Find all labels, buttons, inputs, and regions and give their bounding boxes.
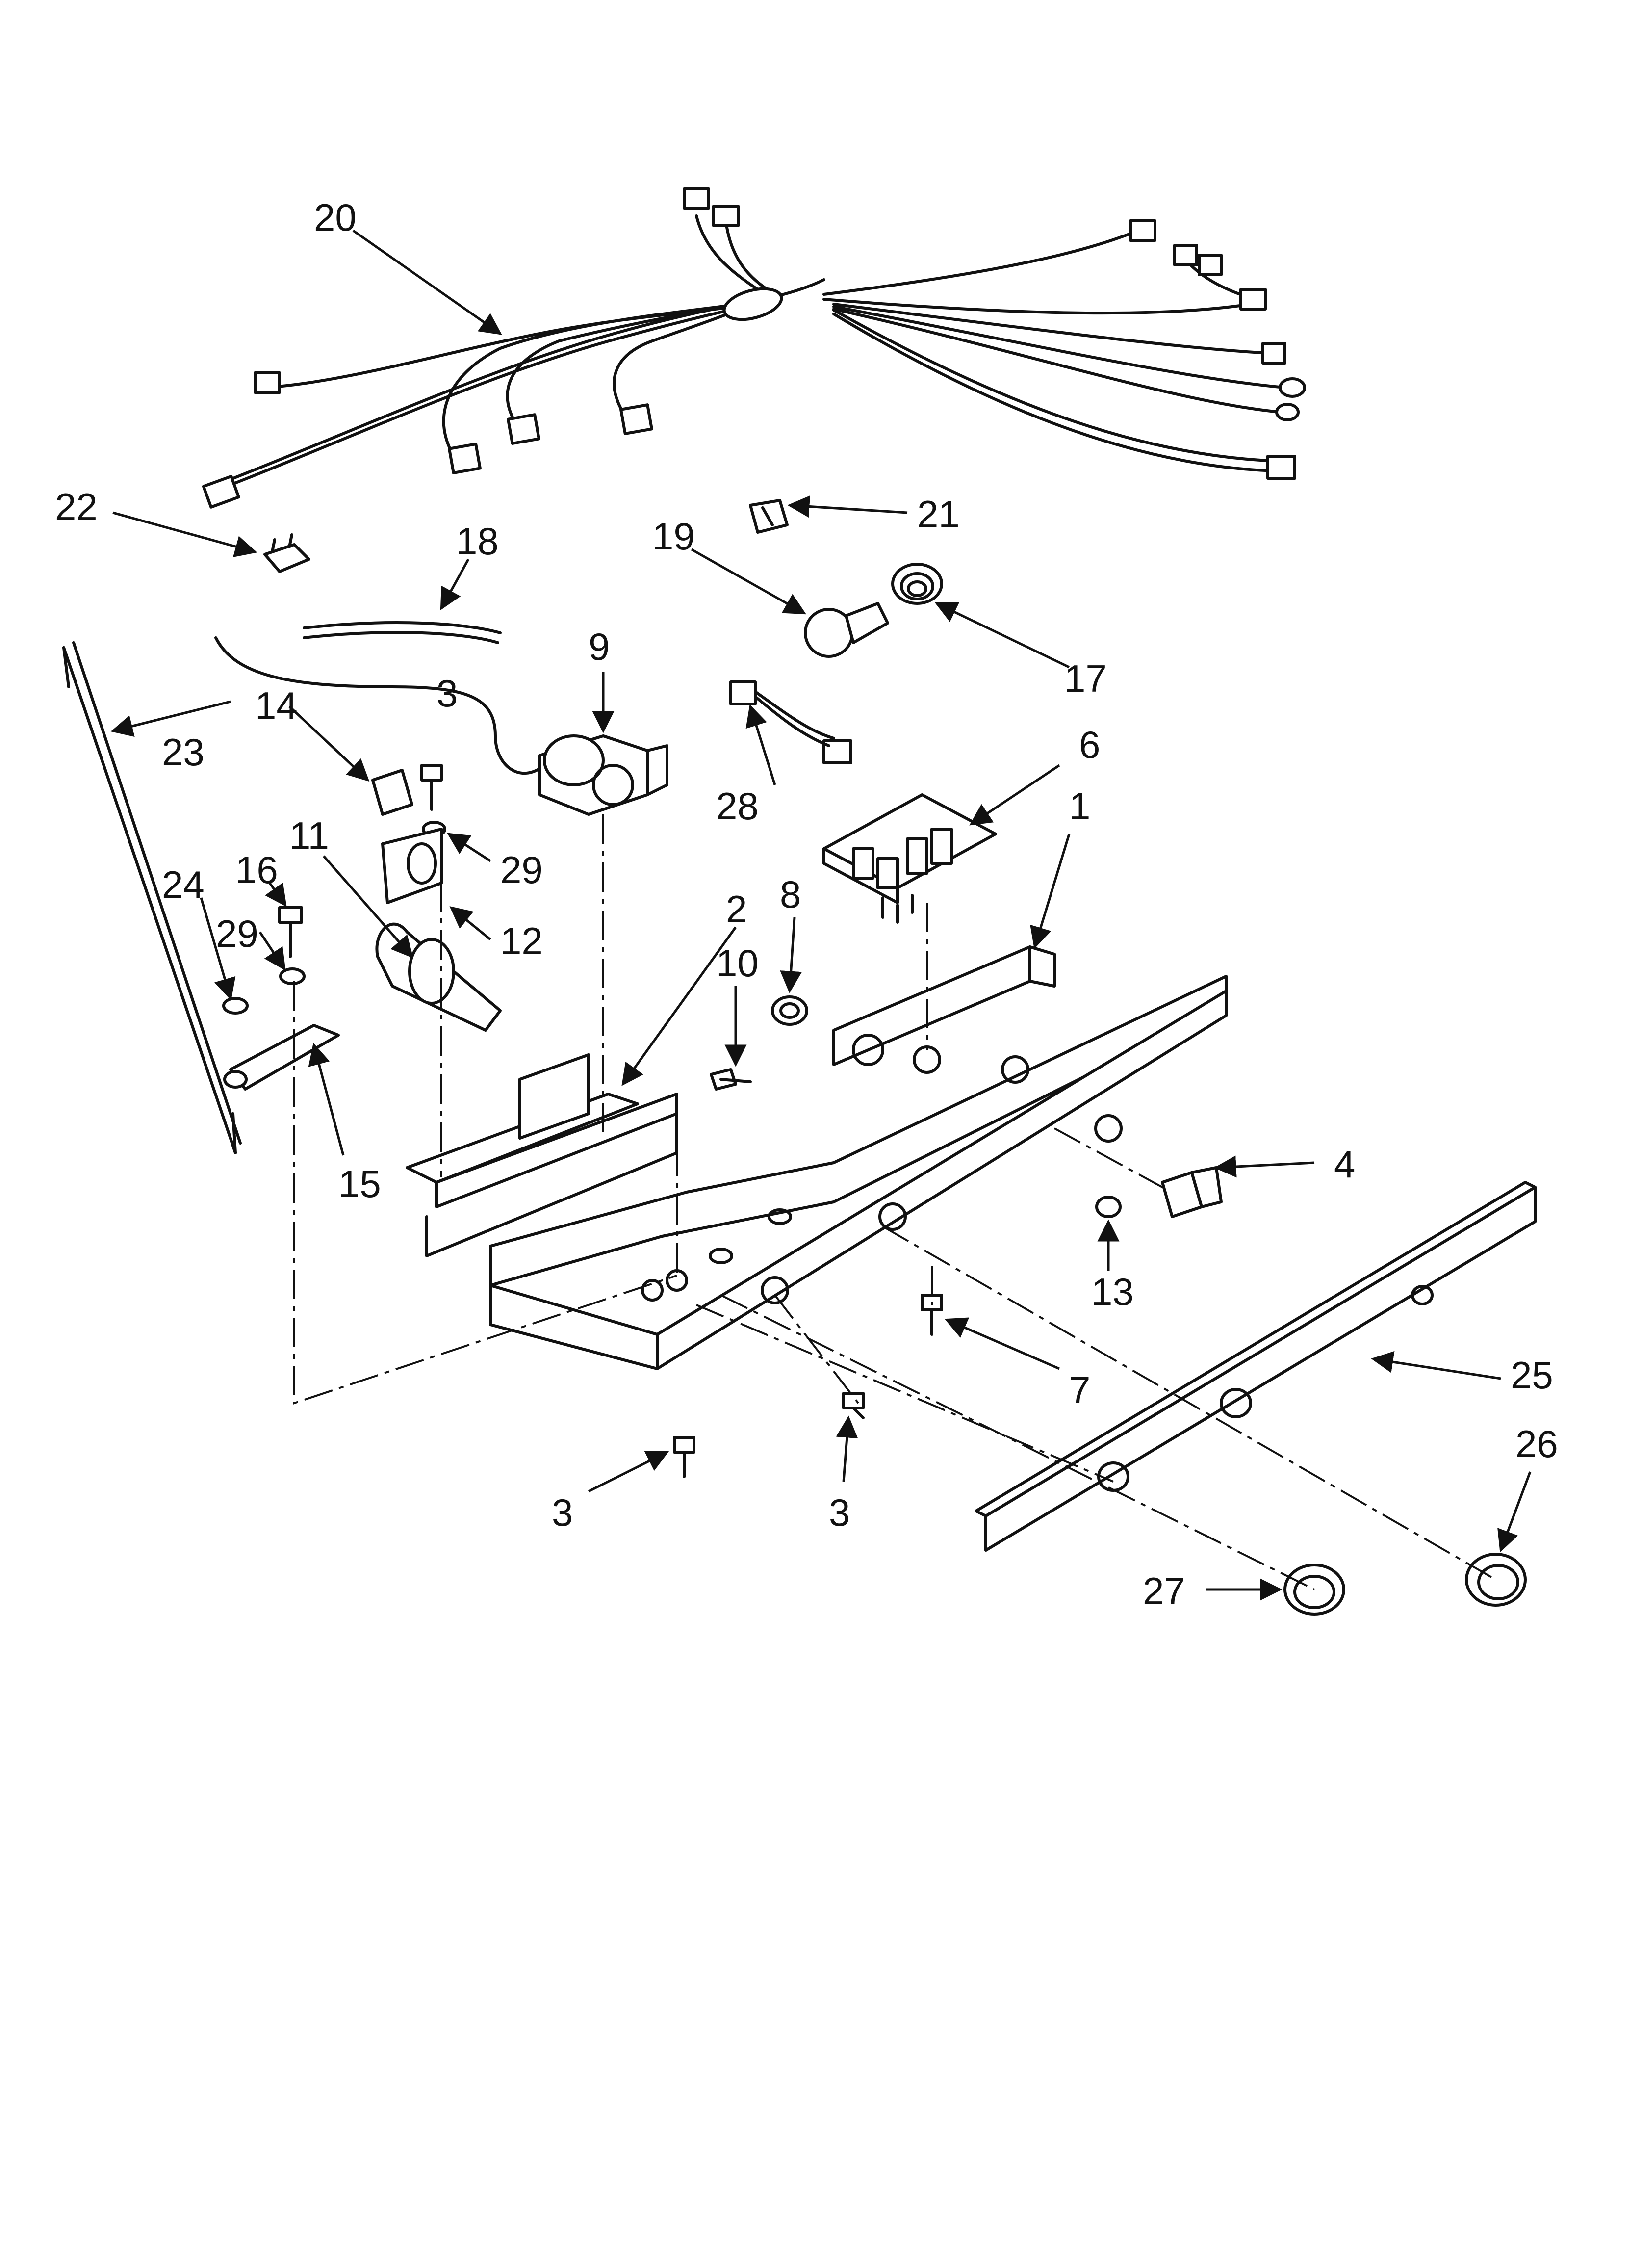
bracket-12 <box>381 828 443 904</box>
lamp-bulb <box>804 602 889 658</box>
washer-24 <box>222 997 249 1015</box>
callout-13: 13 <box>1091 1270 1134 1313</box>
assembly-lines <box>293 814 1496 1590</box>
callout-22: 22 <box>55 485 98 528</box>
screw-16 <box>278 906 303 958</box>
callout-10: 10 <box>716 941 759 985</box>
callout-9: 9 <box>589 625 610 668</box>
jumper-wire <box>729 680 852 764</box>
callout-19: 19 <box>652 515 695 558</box>
callout-1: 1 <box>1069 784 1090 828</box>
callout-18: 18 <box>456 520 499 563</box>
callout-3-bottom-left: 3 <box>552 1491 573 1534</box>
tubing <box>214 621 546 775</box>
screw-7 <box>921 1294 943 1336</box>
switch-4 <box>1161 1166 1223 1218</box>
screw-3-top <box>420 764 443 811</box>
front-panel <box>975 1181 1537 1552</box>
lever-15 <box>223 1024 340 1091</box>
washer-29-left <box>279 967 306 985</box>
shield-panel <box>62 641 242 1154</box>
callout-labels: 20 22 21 18 19 17 9 3 14 23 28 6 1 29 16… <box>55 196 1558 1613</box>
callout-21: 21 <box>917 493 960 536</box>
leader-lines <box>110 229 1532 1601</box>
damper-control <box>538 734 668 816</box>
callout-11: 11 <box>289 814 329 857</box>
callout-3-bottom-right: 3 <box>829 1491 850 1534</box>
button-13 <box>1095 1196 1122 1218</box>
control-board <box>822 793 997 924</box>
callout-12: 12 <box>500 919 543 963</box>
bracket-2 <box>406 1053 678 1257</box>
callout-27: 27 <box>1143 1569 1185 1613</box>
callout-16: 16 <box>235 848 278 891</box>
callout-7: 7 <box>1069 1368 1090 1411</box>
callout-29-top: 29 <box>500 848 543 891</box>
screw-3-middle <box>842 1392 865 1419</box>
bracket-14 <box>371 769 413 816</box>
callout-14: 14 <box>255 684 298 727</box>
socket-clip <box>749 499 789 534</box>
callout-28: 28 <box>716 784 759 828</box>
callout-25: 25 <box>1511 1354 1553 1397</box>
grommet-8 <box>771 995 808 1026</box>
callout-4: 4 <box>1334 1143 1355 1186</box>
callout-6: 6 <box>1079 723 1100 766</box>
callout-8: 8 <box>780 873 801 916</box>
callout-15: 15 <box>338 1162 381 1205</box>
callout-20: 20 <box>314 196 357 239</box>
screw-3-bottom <box>673 1436 695 1478</box>
lamp-socket <box>891 563 943 605</box>
knob-shaft-11 <box>375 922 502 1032</box>
callout-23: 23 <box>162 730 205 774</box>
wiring-harness <box>202 187 1306 509</box>
harness-clip <box>263 533 310 573</box>
screw-10 <box>710 1068 752 1091</box>
callout-26: 26 <box>1515 1422 1558 1465</box>
callout-17: 17 <box>1064 657 1107 700</box>
callout-2: 2 <box>726 887 747 931</box>
knob-26 <box>1465 1553 1527 1607</box>
callout-3-top: 3 <box>436 672 458 715</box>
callout-24: 24 <box>162 863 205 906</box>
control-housing <box>489 945 1228 1370</box>
callout-29-left: 29 <box>216 912 258 955</box>
